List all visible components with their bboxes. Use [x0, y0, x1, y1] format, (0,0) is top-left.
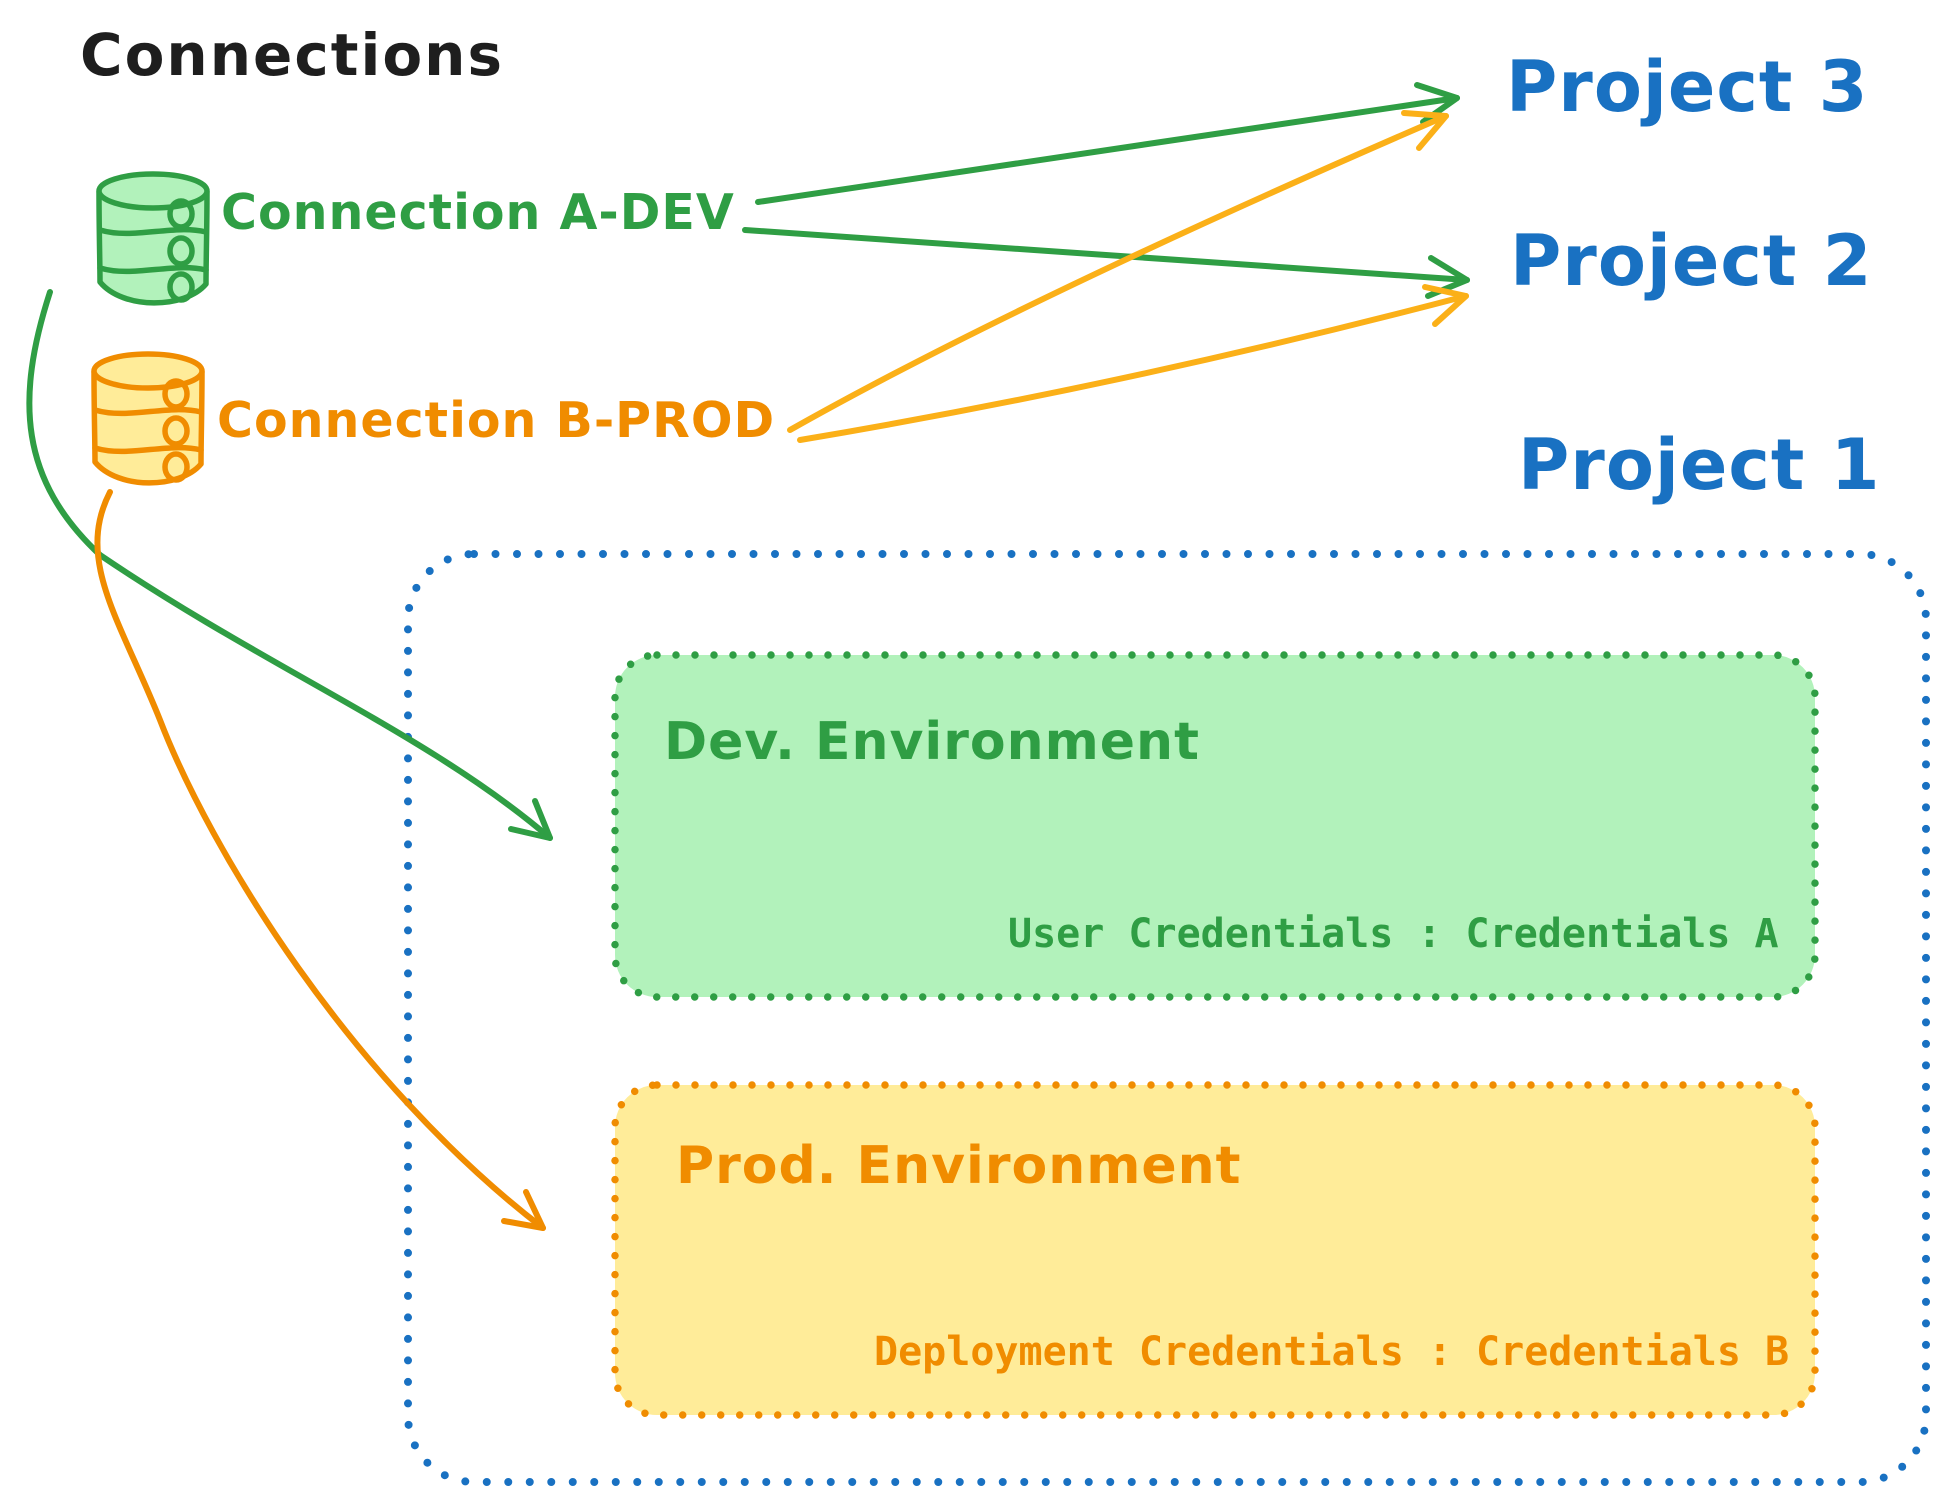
prod-environment-credentials: Deployment Credentials : Credentials B	[874, 1329, 1790, 1375]
diagram-title: Connections	[80, 21, 504, 89]
dev-environment-credentials: User Credentials : Credentials A	[1008, 911, 1779, 957]
prod-environment-box	[611, 1081, 1819, 1419]
arrow-adev-to-dev-environment	[26, 289, 553, 841]
database-a-dev-icon	[96, 171, 210, 306]
project1-box	[404, 550, 1930, 1486]
database-b-prod-icon	[91, 351, 205, 486]
dev-environment-title: Dev. Environment	[664, 712, 1200, 772]
arrow-bprod-to-prod-environment	[94, 489, 546, 1231]
project2-label: Project 2	[1510, 220, 1873, 302]
connection-a-dev-label: Connection A-DEV	[221, 184, 735, 241]
prod-environment-title: Prod. Environment	[676, 1136, 1242, 1196]
dev-environment-box	[611, 651, 1819, 1001]
project1-label: Project 1	[1518, 424, 1881, 506]
connection-b-prod-label: Connection B-PROD	[217, 392, 776, 449]
arrow-bprod-to-project2	[797, 284, 1469, 443]
arrow-bprod-to-project3	[787, 110, 1449, 433]
project3-label: Project 3	[1506, 46, 1869, 128]
arrow-adev-to-project2	[742, 227, 1470, 299]
arrow-adev-to-project3	[755, 82, 1460, 205]
